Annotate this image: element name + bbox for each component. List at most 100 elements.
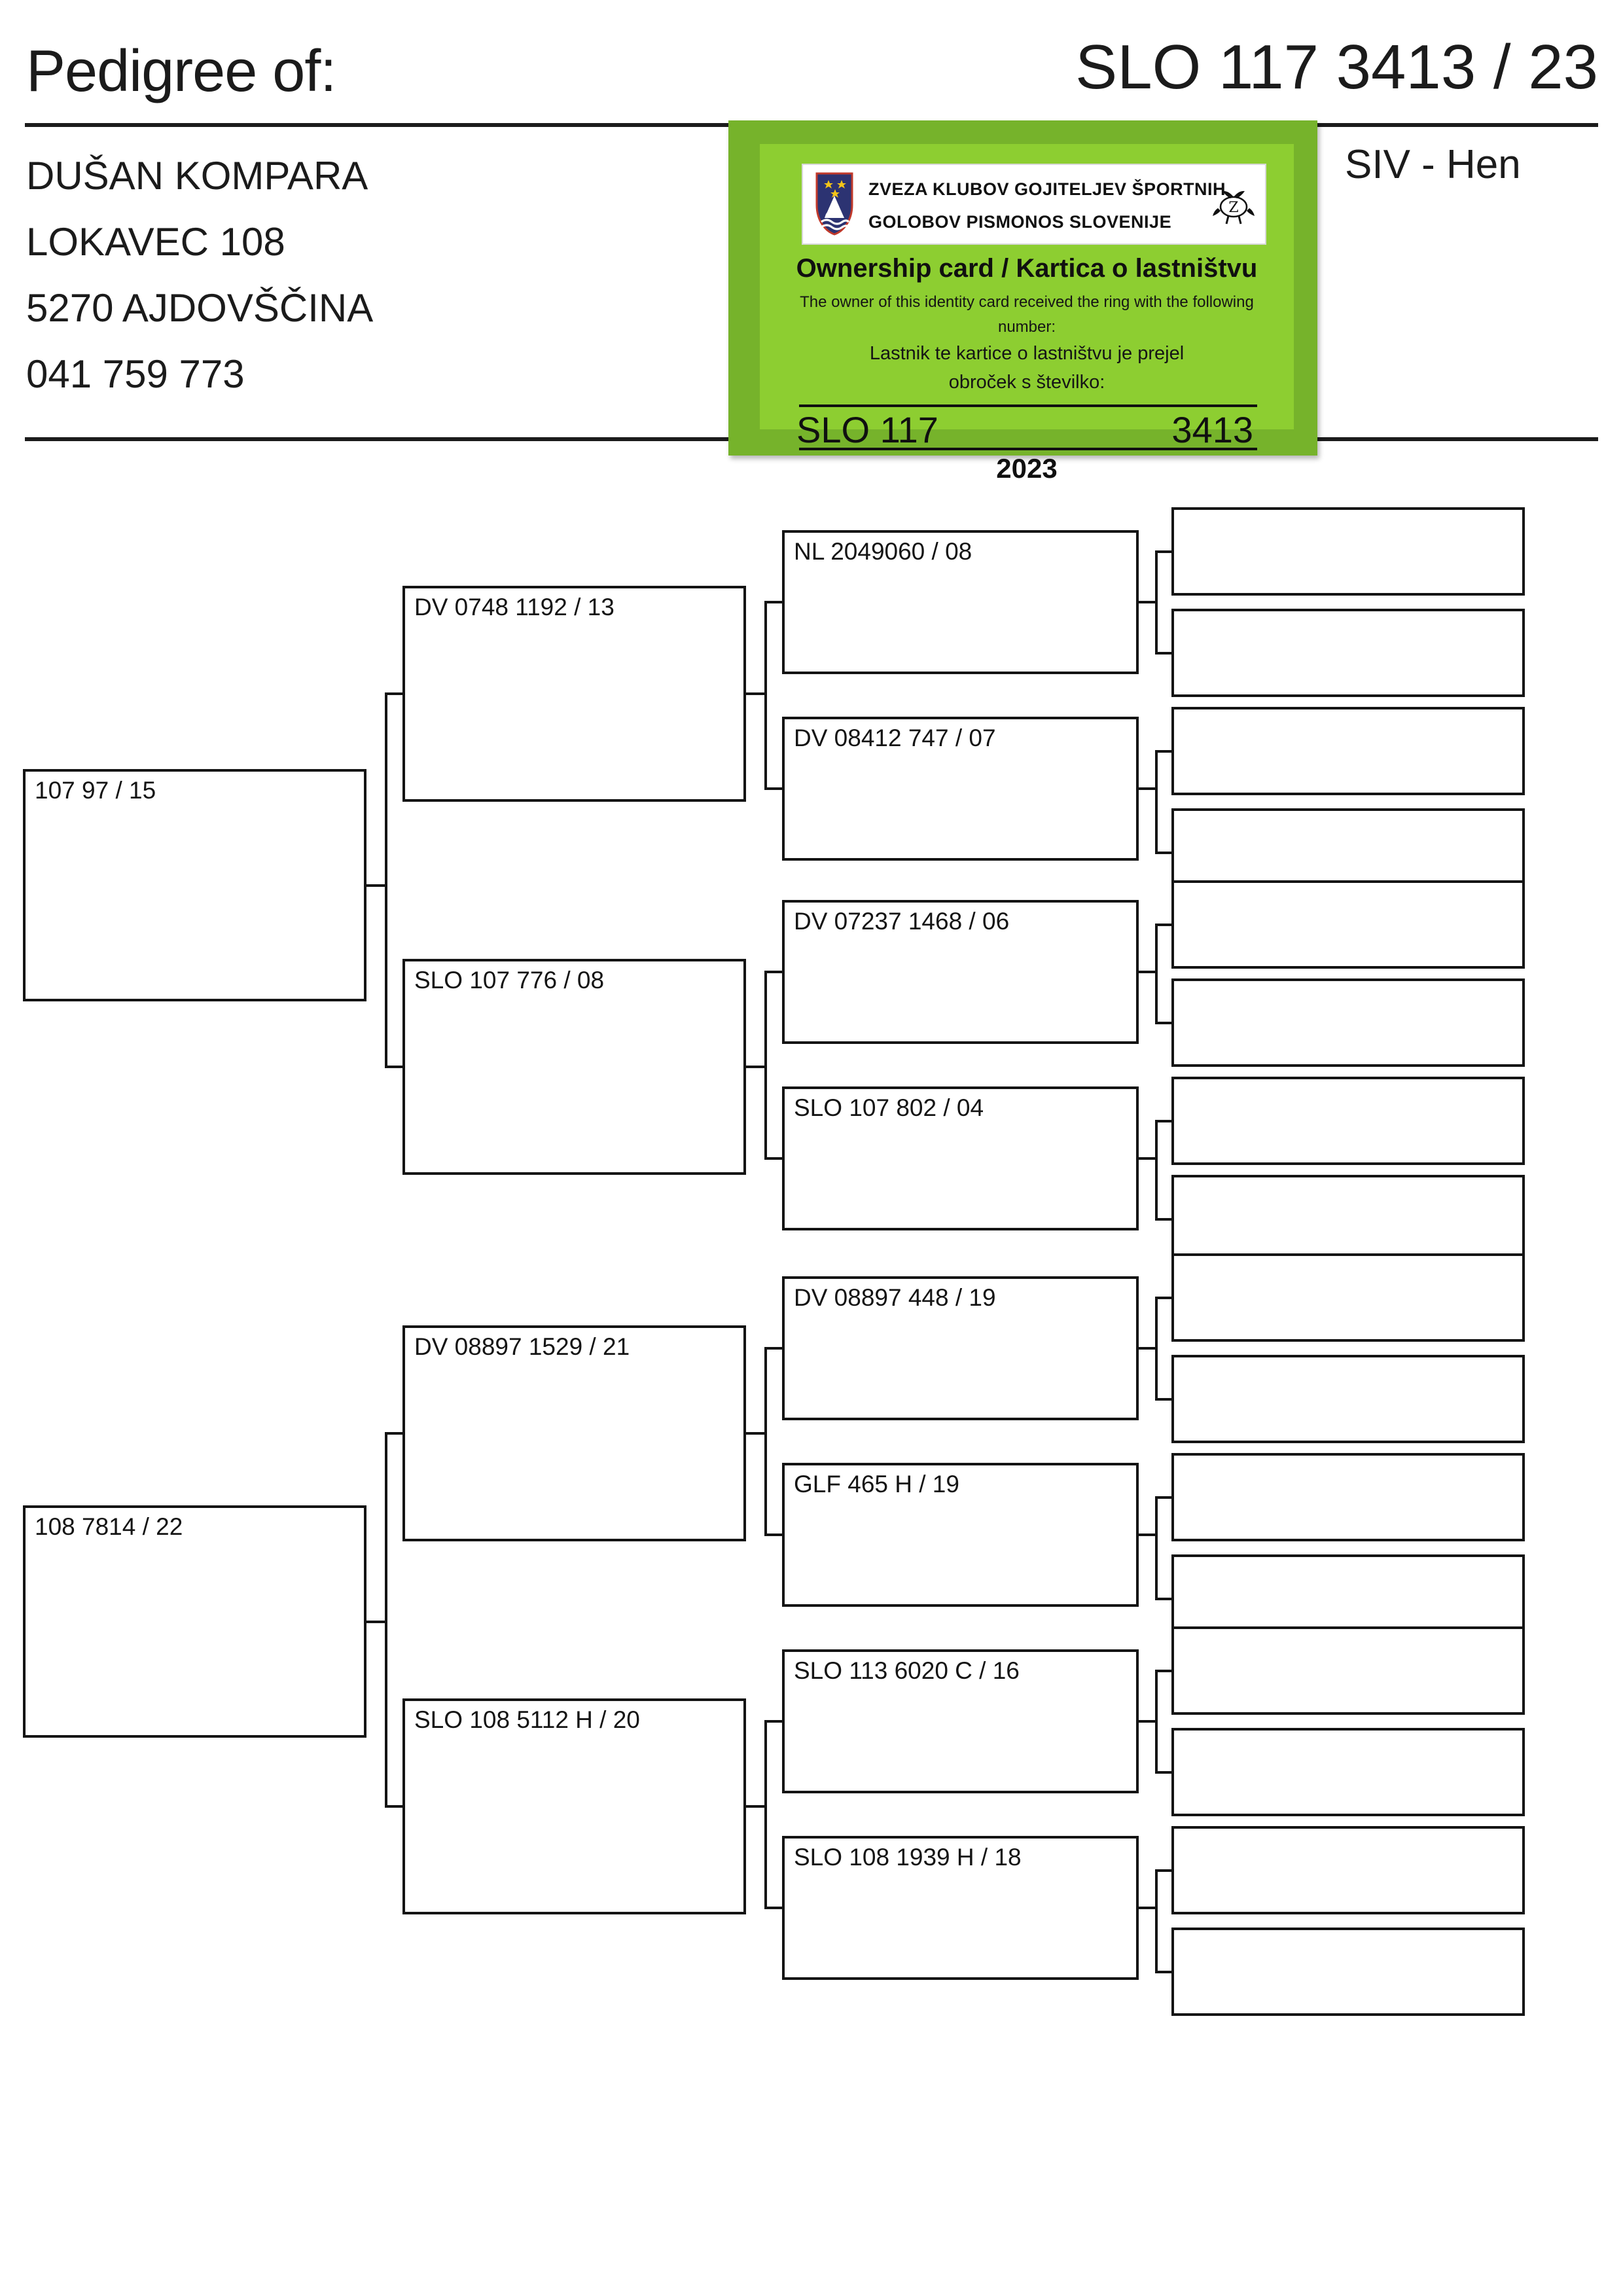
owner-address-block: DUŠAN KOMPARA LOKAVEC 108 5270 AJDOVŠČIN… [26,143,373,407]
connector-gen4-in-bottom [1155,1217,1171,1221]
pedigree-box-g4-16[interactable] [1171,1928,1525,2016]
connector-gen3-in-top [764,601,782,603]
connector-gen3-stem [1139,1907,1158,1909]
card-org-line1: ZVEZA KLUBOV GOJITELJEV ŠPORTNIH [868,179,1226,199]
connector-gen3-bracket [1155,1121,1158,1219]
connector-gen2-bracket [764,1348,767,1535]
card-heading: Ownership card / Kartica o lastništvu [796,254,1258,283]
pedigree-box-g3-4[interactable]: SLO 107 802 / 04 [782,1086,1139,1230]
pedigree-box-g3-2[interactable]: DV 08412 747 / 07 [782,717,1139,861]
pedigree-box-label: 107 97 / 15 [35,777,156,804]
connector-gen2-in-top [384,1432,402,1435]
pedigree-box-g4-6[interactable] [1171,978,1525,1067]
pedigree-box-label: DV 08897 1529 / 21 [414,1333,630,1360]
pedigree-box-sire-sire[interactable]: DV 0748 1192 / 13 [402,586,746,802]
connector-gen2-stem [746,1066,767,1068]
pedigree-box-g4-1[interactable] [1171,507,1525,596]
card-ring-rule-bottom [799,448,1257,450]
pedigree-box-dam-dam[interactable]: SLO 108 5112 H / 20 [402,1698,746,1914]
connector-gen4-in-bottom [1155,1970,1171,1973]
pedigree-box-g4-3[interactable] [1171,707,1525,795]
pedigree-box-sire[interactable]: 107 97 / 15 [23,769,366,1001]
connector-gen2-bracket [764,1721,767,1908]
connector-gen4-in-top [1155,1869,1171,1872]
connector-gen4-in-top [1155,1669,1171,1672]
pigeon-emblem-icon: Z [1213,190,1255,224]
pedigree-box-g4-5[interactable] [1171,880,1525,969]
pedigree-box-g4-9[interactable] [1171,1253,1525,1342]
svg-text:Z: Z [1228,200,1238,216]
connector-gen3-in-bottom [764,1907,782,1909]
connector-gen3-in-bottom [764,787,782,790]
connector-gen4-in-top [1155,749,1171,753]
pedigree-box-g4-10[interactable] [1171,1355,1525,1443]
connector-gen4-in-bottom [1155,651,1171,655]
pedigree-box-dam-sire[interactable]: DV 08897 1529 / 21 [402,1325,746,1541]
card-logo-bar: ZVEZA KLUBOV GOJITELJEV ŠPORTNIH GOLOBOV… [802,164,1266,245]
pedigree-box-g4-8[interactable] [1171,1175,1525,1263]
connector-gen3-bracket [1155,1870,1158,1972]
pedigree-box-g4-13[interactable] [1171,1626,1525,1715]
connector-gen2-in-bottom [384,1805,402,1808]
pedigree-box-g4-7[interactable] [1171,1077,1525,1165]
connector-gen3-in-top [764,971,782,973]
connector-gen1-bracket [384,694,387,1067]
connector-gen4-in-bottom [1155,851,1171,854]
connector-gen2-stem [746,1432,767,1435]
connector-gen2-in-top [384,692,402,695]
connector-gen3-bracket [1155,551,1158,653]
pedigree-box-label: SLO 108 5112 H / 20 [414,1706,640,1733]
card-ring-number: 3413 [1171,409,1253,450]
page-title: Pedigree of: [26,39,336,104]
connector-gen2-bracket [764,972,767,1158]
connector-gen3-stem [1139,601,1158,603]
connector-gen3-stem [1139,1347,1158,1350]
connector-gen4-in-bottom [1155,1397,1171,1401]
pedigree-box-label: GLF 465 H / 19 [794,1471,959,1498]
owner-name: DUŠAN KOMPARA [26,154,368,198]
pedigree-box-g4-2[interactable] [1171,609,1525,697]
connector-gen3-in-bottom [764,1157,782,1160]
owner-city: 5270 AJDOVŠČINA [26,286,374,330]
connector-gen2-bracket [764,602,767,789]
pedigree-box-g3-5[interactable]: DV 08897 448 / 19 [782,1276,1139,1420]
connector-gen2-stem [746,692,767,695]
connector-gen3-stem [1139,971,1158,973]
color-sex-label: SIV - Hen [1345,142,1521,187]
pedigree-box-g3-3[interactable]: DV 07237 1468 / 06 [782,900,1139,1044]
card-org-text: ZVEZA KLUBOV GOJITELJEV ŠPORTNIH GOLOBOV… [868,173,1226,238]
connector-gen3-in-top [764,1347,782,1350]
card-ring-rule-top [799,404,1257,407]
pedigree-box-g3-6[interactable]: GLF 465 H / 19 [782,1463,1139,1607]
ownership-card-inner: ZVEZA KLUBOV GOJITELJEV ŠPORTNIH GOLOBOV… [760,144,1294,484]
connector-gen3-stem [1139,1720,1158,1723]
pedigree-box-label: DV 08897 448 / 19 [794,1284,996,1311]
slovenia-coat-of-arms-icon [815,172,853,236]
card-text-en-1: The owner of this identity card received… [800,293,1254,311]
pedigree-box-g3-1[interactable]: NL 2049060 / 08 [782,530,1139,674]
pedigree-box-label: DV 07237 1468 / 06 [794,908,1010,935]
pedigree-box-dam[interactable]: 108 7814 / 22 [23,1505,366,1738]
card-org-line2: GOLOBOV PISMONOS SLOVENIJE [868,212,1172,232]
ownership-card: ZVEZA KLUBOV GOJITELJEV ŠPORTNIH GOLOBOV… [728,120,1317,484]
pedigree-box-label: SLO 107 776 / 08 [414,967,605,994]
pedigree-box-sire-dam[interactable]: SLO 107 776 / 08 [402,959,746,1175]
connector-gen3-stem [1139,787,1158,790]
pedigree-box-g4-15[interactable] [1171,1826,1525,1914]
pedigree-box-label: 108 7814 / 22 [35,1513,183,1540]
connector-gen2-in-bottom [384,1066,402,1068]
pedigree-box-g4-14[interactable] [1171,1728,1525,1816]
connector-gen4-in-top [1155,550,1171,553]
connector-gen4-in-top [1155,1296,1171,1299]
connector-gen4-in-bottom [1155,1770,1171,1774]
connector-gen3-in-bottom [764,1534,782,1536]
pedigree-box-g4-11[interactable] [1171,1453,1525,1541]
pedigree-box-g3-7[interactable]: SLO 113 6020 C / 16 [782,1649,1139,1793]
connector-gen3-bracket [1155,924,1158,1023]
connector-gen1-bracket [384,1433,387,1806]
pedigree-box-label: DV 0748 1192 / 13 [414,594,615,620]
pedigree-box-label: DV 08412 747 / 07 [794,725,996,751]
pedigree-box-g3-8[interactable]: SLO 108 1939 H / 18 [782,1836,1139,1980]
owner-phone: 041 759 773 [26,352,245,396]
